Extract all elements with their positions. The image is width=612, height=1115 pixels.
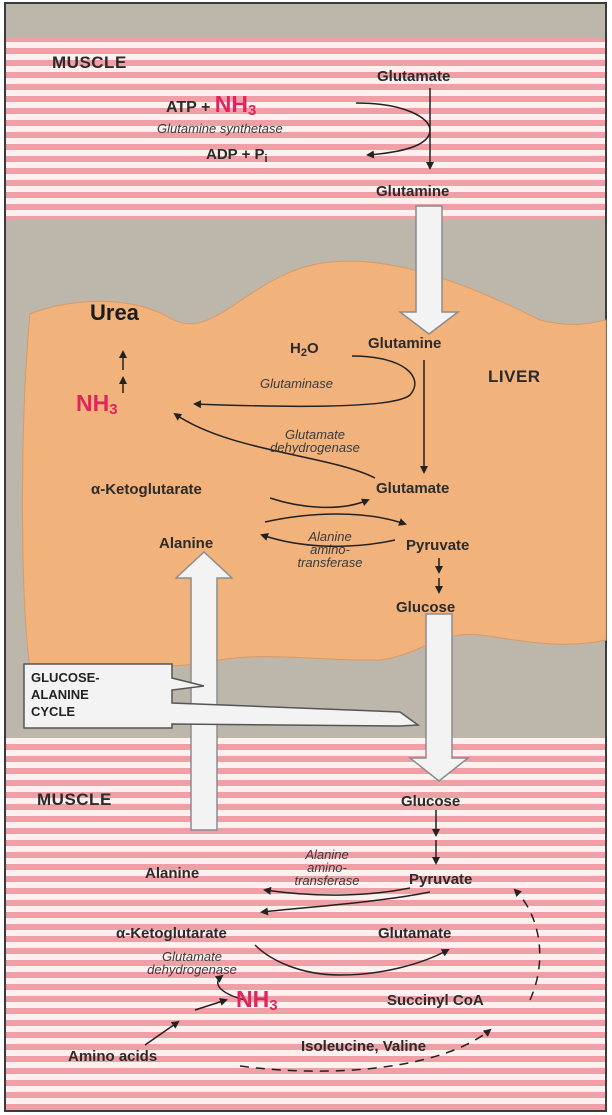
nh3-liver-text: NH xyxy=(76,390,109,416)
atp-label: ATP + xyxy=(166,99,215,116)
gdh-liver-label: Glutamate dehydrogenase xyxy=(240,428,390,454)
nh3-liver-label: NH3 xyxy=(76,392,118,415)
alt-muscle-label: Alanine amino- transferase xyxy=(282,848,372,887)
nh3-muscle-subscript: 3 xyxy=(269,997,277,1014)
adp-label: ADP + P xyxy=(206,146,265,163)
cycle-line1: GLUCOSE- xyxy=(31,669,100,686)
succinyl-coa-label: Succinyl CoA xyxy=(387,993,484,1008)
liver-heading: LIVER xyxy=(488,368,541,385)
alanine-muscle-label: Alanine xyxy=(145,866,199,881)
cycle-line3: CYCLE xyxy=(31,703,100,720)
adp-pi-label: ADP + Pi xyxy=(206,147,268,162)
muscle-bottom-heading: MUSCLE xyxy=(37,791,112,808)
glutamate-liver-label: Glutamate xyxy=(376,481,449,496)
amino-acids-label: Amino acids xyxy=(68,1049,157,1064)
akg-muscle-label: α-Ketoglutarate xyxy=(116,926,227,941)
h2o-o: O xyxy=(307,340,319,357)
pi-subscript: i xyxy=(265,153,268,165)
glutamine-top-label: Glutamine xyxy=(376,184,449,199)
muscle-top-heading: MUSCLE xyxy=(52,54,127,71)
glutamate-top-label: Glutamate xyxy=(377,69,450,84)
urea-label: Urea xyxy=(90,302,139,324)
glucose-alanine-cycle-label: GLUCOSE- ALANINE CYCLE xyxy=(31,669,100,720)
glutamate-muscle-label: Glutamate xyxy=(378,926,451,941)
glutamine-liver-label: Glutamine xyxy=(368,336,441,351)
isoleucine-valine-label: Isoleucine, Valine xyxy=(301,1039,426,1054)
glutamine-synthetase-label: Glutamine synthetase xyxy=(157,122,283,135)
akg-liver-label: α-Ketoglutarate xyxy=(91,482,202,497)
nh3-muscle-label: NH3 xyxy=(236,988,278,1011)
alt-liver-line3: transferase xyxy=(290,556,370,569)
nh3-top-subscript: 3 xyxy=(248,102,256,119)
nh3-liver-subscript: 3 xyxy=(109,401,117,418)
h2o-h: H xyxy=(290,340,301,357)
alt-liver-label: Alanine amino- transferase xyxy=(290,530,370,569)
nh3-muscle-text: NH xyxy=(236,986,269,1012)
gdh-liver-line2: dehydrogenase xyxy=(240,441,390,454)
alanine-liver-label: Alanine xyxy=(159,536,213,551)
glucose-muscle-label: Glucose xyxy=(401,794,460,809)
pyruvate-muscle-label: Pyruvate xyxy=(409,872,472,887)
cycle-line2: ALANINE xyxy=(31,686,100,703)
glucose-liver-label: Glucose xyxy=(396,600,455,615)
pyruvate-liver-label: Pyruvate xyxy=(406,538,469,553)
nh3-top-label: NH xyxy=(215,91,248,117)
gdh-muscle-label: Glutamate dehydrogenase xyxy=(112,950,272,976)
gdh-muscle-line2: dehydrogenase xyxy=(112,963,272,976)
alt-muscle-line3: transferase xyxy=(282,874,372,887)
h2o-label: H2O xyxy=(290,341,319,356)
atp-nh3-label: ATP + NH3 xyxy=(166,93,256,116)
glutaminase-label: Glutaminase xyxy=(260,377,333,390)
